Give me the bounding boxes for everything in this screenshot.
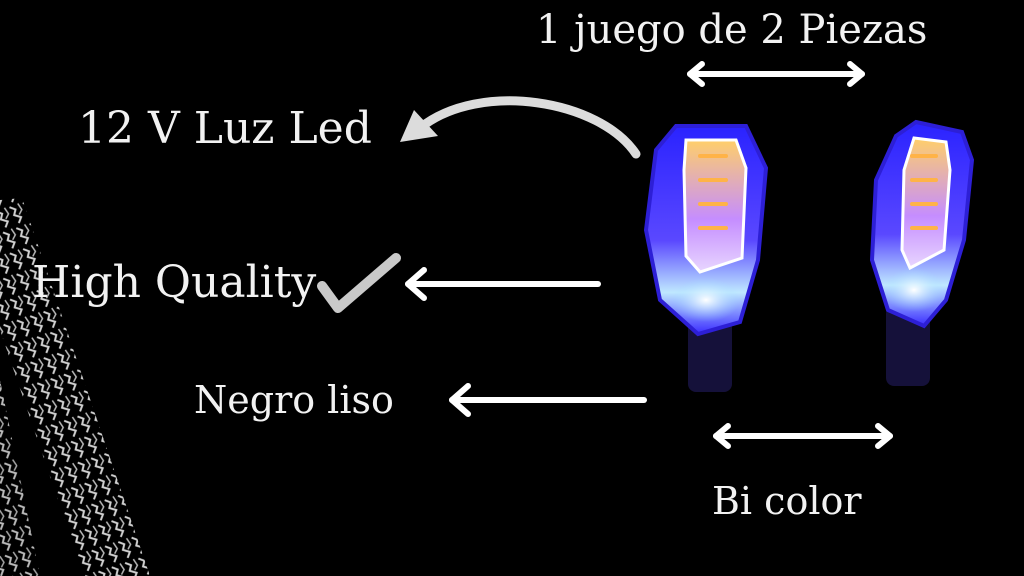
led-lamp-right [869, 119, 975, 386]
set-quantity-label: 1 juego de 2 Piezas [536, 7, 928, 53]
led-lamp-left [643, 124, 769, 392]
quality-label: High Quality [32, 257, 317, 308]
finish-label: Negro liso [194, 378, 394, 422]
voltage-label: 12 V Luz Led [78, 103, 372, 154]
bicolor-label: Bi color [712, 479, 862, 523]
checkmark-icon [317, 253, 401, 313]
